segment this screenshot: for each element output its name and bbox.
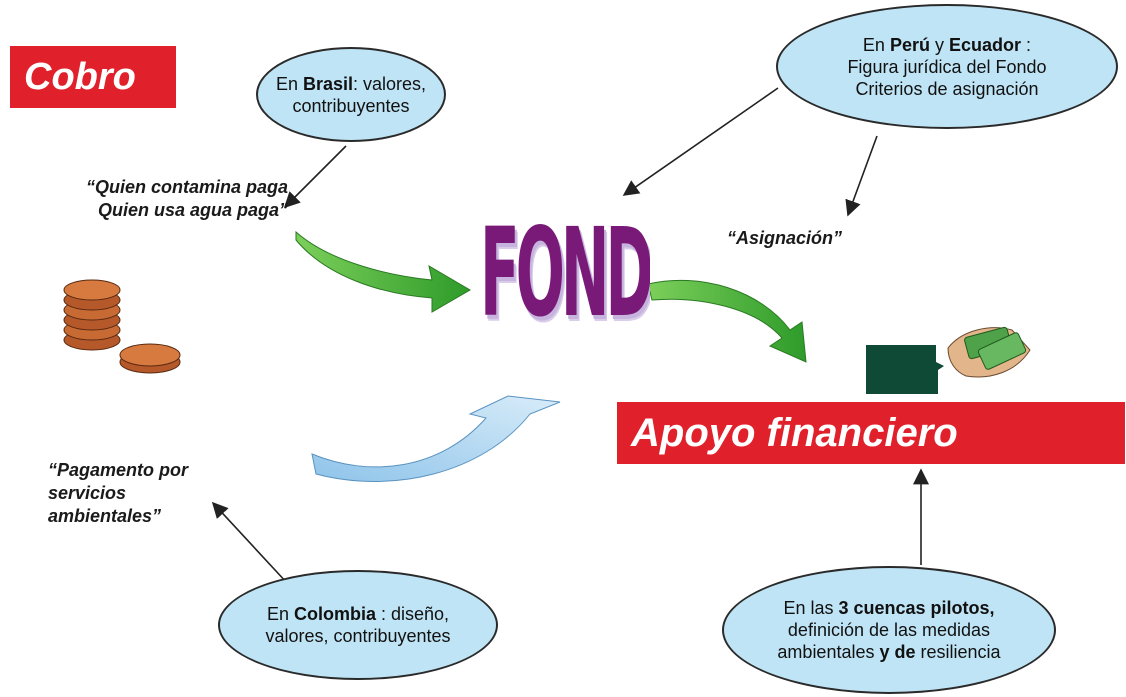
arrow-peru-to-asignacion (845, 135, 878, 217)
asignacion-text: “Asignación” (727, 228, 843, 248)
colombia-post: : diseño, (375, 604, 450, 624)
fondo-label: FONDO (480, 212, 650, 345)
pagamento-line3: ambientales” (48, 506, 162, 526)
apoyo-financiero-title: Apoyo financiero (617, 402, 1125, 464)
cobro-label: Cobro (24, 55, 136, 98)
colombia-line2: valores, contribuyentes (265, 626, 451, 646)
apoyo-label: Apoyo financiero (631, 410, 958, 455)
cobro-title: Cobro (10, 46, 176, 108)
fondo-title: FONDO (480, 212, 650, 352)
pagamento-line1: “Pagamento por (48, 460, 189, 480)
quote-paga-line2: Quien usa agua paga” (97, 200, 288, 220)
ecuador-country: Ecuador (949, 34, 1022, 55)
arrow-brasil-to-quote (283, 145, 347, 209)
cuencas-ellipse: En las 3 cuencas pilotos, definición de … (722, 566, 1056, 694)
cuencas-line2: definición de las medidas (787, 620, 991, 640)
peru-line2: Figura jurídica del Fondo (847, 56, 1047, 77)
green-arrow-to-fondo (295, 230, 471, 313)
brasil-country: Brasil (302, 73, 354, 94)
brasil-post: : valores, (353, 73, 427, 94)
colombia-pre: En (266, 604, 294, 624)
blue-arrow-to-fondo (311, 395, 561, 482)
colombia-ellipse: En Colombia : diseño, valores, contribuy… (218, 570, 498, 680)
cuencas-bold: 3 cuencas pilotos, (838, 598, 995, 618)
cuencas-line3a: ambientales (777, 642, 880, 662)
dark-green-block (866, 345, 944, 394)
peru-country: Perú (889, 34, 930, 55)
peru-ecuador-ellipse: En Perú y Ecuador : Figura jurídica del … (776, 4, 1118, 129)
cuencas-line3b: y de (879, 642, 916, 662)
peru-line3: Criterios de asignación (855, 78, 1039, 99)
brasil-ellipse: En Brasil: valores, contribuyentes (256, 47, 446, 142)
quote-paga-line1: “Quien contamina paga (85, 177, 288, 197)
brasil-line2: contribuyentes (292, 95, 410, 116)
colombia-country: Colombia (293, 604, 376, 624)
asignacion-label: “Asignación” (727, 227, 842, 250)
peru-post: : (1021, 34, 1032, 55)
green-arrow-to-apoyo (647, 279, 807, 363)
cuencas-pre: En las (783, 598, 839, 618)
money-hand-icon (947, 326, 1031, 378)
arrow-peru-to-fondo (622, 87, 779, 196)
arrow-colombia-to-pagamento (211, 501, 289, 585)
brasil-pre: En (275, 73, 303, 94)
coins-icon (63, 279, 181, 374)
quote-pagamento: “Pagamento por servicios ambientales” (48, 459, 188, 528)
peru-pre: En (862, 34, 890, 55)
pagamento-line2: servicios (48, 483, 127, 503)
cuencas-line3c: resiliencia (915, 642, 1001, 662)
peru-mid: y (929, 34, 949, 55)
quote-quien-paga: “Quien contamina paga Quien usa agua pag… (18, 176, 288, 222)
